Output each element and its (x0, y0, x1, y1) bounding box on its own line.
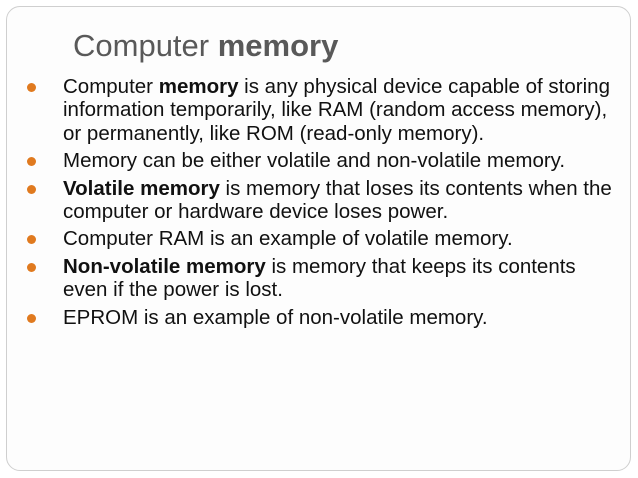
bullet-text: EPROM is an example of non-volatile memo… (63, 305, 488, 329)
bullet-item: Non-volatile memory is memory that keeps… (23, 255, 623, 302)
bullet-item: Computer RAM is an example of volatile m… (23, 227, 623, 250)
bullet-item: Computer memory is any physical device c… (23, 75, 623, 145)
slide-title: Computer memory (73, 27, 338, 64)
bullet-dot-icon (27, 184, 36, 194)
bullet-bold-text: Non-volatile memory (63, 254, 266, 278)
title-text: Computer (73, 28, 218, 63)
bullet-bold-text: Volatile memory (63, 176, 220, 200)
bullet-item: Volatile memory is memory that loses its… (23, 177, 623, 224)
bullet-text: Memory can be either volatile and non-vo… (63, 149, 566, 173)
bullet-bold-text: memory (158, 75, 239, 98)
bullet-text-cont: is memory that keeps its contents even i… (63, 254, 576, 302)
bullet-dot-icon (27, 313, 36, 323)
bullet-item: Memory can be either volatile and non-vo… (23, 149, 623, 172)
bullet-dot-icon (27, 235, 36, 245)
bullet-text: Computer (63, 75, 159, 98)
bullet-text-cont: is memory that loses its contents when t… (63, 176, 612, 224)
bullet-dot-icon (27, 262, 36, 272)
bullet-text-cont: is any physical device capable of storin… (63, 75, 610, 145)
bullet-dot-icon (27, 83, 36, 92)
bullet-item: EPROM is an example of non-volatile memo… (23, 306, 623, 329)
slide-frame: Computer memory Computer memory is any p… (6, 6, 631, 471)
bullet-list: Computer memory is any physical device c… (23, 75, 623, 333)
title-bold-text: memory (217, 28, 339, 63)
bullet-text: Computer RAM is an example of volatile m… (63, 227, 513, 251)
bullet-dot-icon (27, 157, 36, 167)
